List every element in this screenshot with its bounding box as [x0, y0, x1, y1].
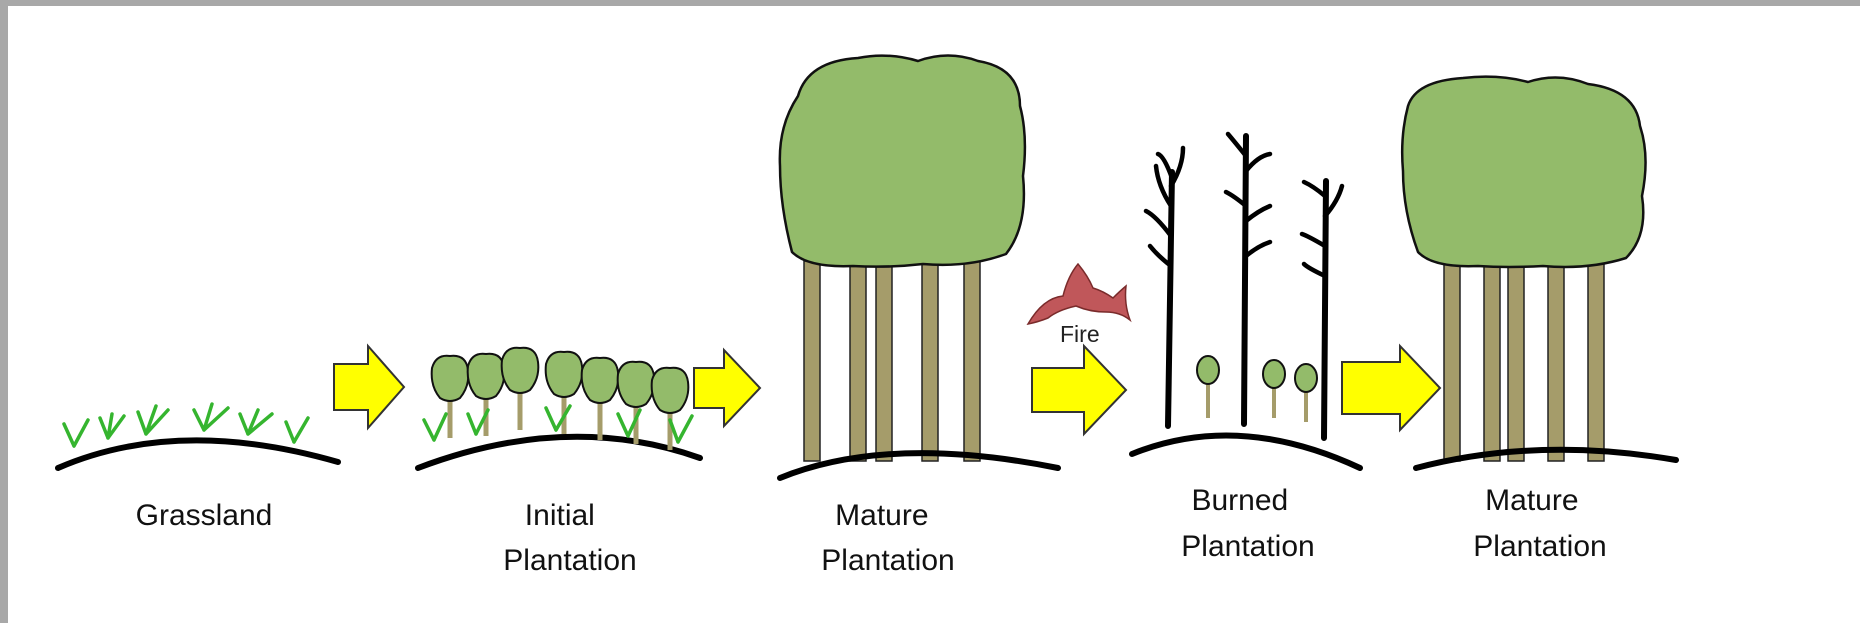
fire-label: Fire — [1060, 321, 1100, 347]
label-burned-plantation: Burned Plantation — [1181, 484, 1314, 563]
label-mature-plantation-1: Mature Plantation — [821, 499, 954, 577]
arrow-1 — [334, 346, 404, 428]
label-initial-line2: Plantation — [503, 544, 636, 577]
label-burned-line1: Burned — [1191, 484, 1288, 517]
burned-plantation-scene — [1132, 134, 1360, 468]
young-tree-crown — [652, 368, 689, 413]
dead-trees — [1146, 134, 1342, 438]
diagram-frame: Fire — [8, 6, 1860, 623]
young-tree-crown — [582, 358, 619, 403]
mature-plantation-scene-2 — [1402, 77, 1676, 468]
regrowth-saplings — [1197, 356, 1317, 422]
initial-ground — [418, 437, 700, 468]
arrow-3 — [1032, 346, 1126, 434]
label-grassland: Grassland — [136, 499, 273, 532]
label-mature1-line2: Plantation — [821, 544, 954, 577]
young-tree-crown — [432, 356, 469, 401]
label-mature2-line1: Mature — [1485, 484, 1578, 517]
label-mature1-line1: Mature — [835, 499, 928, 532]
label-mature-plantation-2: Mature Plantation — [1473, 484, 1606, 563]
arrow-4 — [1342, 346, 1440, 430]
fire-marker: Fire — [1028, 264, 1130, 347]
grassland-scene — [58, 404, 338, 468]
initial-plantation-scene — [418, 348, 700, 468]
label-mature2-line2: Plantation — [1473, 530, 1606, 563]
young-tree-crown — [618, 362, 655, 407]
trunks-1 — [804, 261, 980, 461]
mature-plantation-scene-1 — [780, 56, 1058, 479]
mature-ground-1 — [780, 453, 1058, 478]
label-initial-plantation: Initial Plantation — [503, 499, 636, 577]
label-initial-line1: Initial — [525, 499, 595, 532]
succession-diagram: Fire — [8, 6, 1860, 623]
arrow-2 — [694, 350, 760, 426]
label-burned-line2: Plantation — [1181, 530, 1314, 563]
young-tree-crown — [468, 354, 505, 399]
label-grassland-line1: Grassland — [136, 499, 273, 532]
canopy-1 — [780, 56, 1025, 267]
young-tree-crown — [502, 348, 539, 393]
trunks-2 — [1444, 261, 1604, 461]
fire-icon — [1028, 264, 1130, 324]
young-tree-crown — [546, 352, 583, 397]
grassland-ground — [58, 440, 338, 468]
canopy-2 — [1402, 77, 1645, 267]
